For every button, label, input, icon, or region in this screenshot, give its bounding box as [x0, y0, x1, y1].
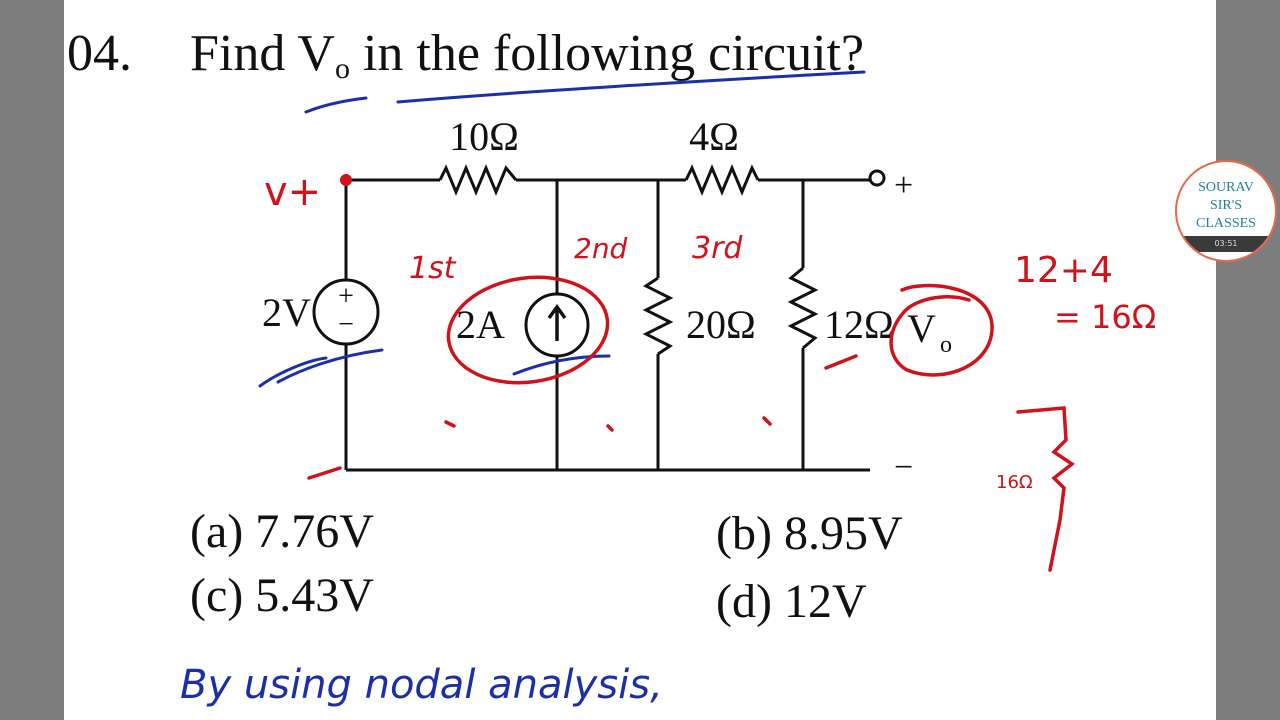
circuit-wires — [312, 164, 886, 472]
question-text-start: Find V — [190, 25, 335, 82]
handwritten-underline — [258, 70, 866, 388]
source-minus-sign: − — [338, 309, 354, 340]
logo-line-2: SIR'S — [1209, 198, 1243, 213]
output-minus-terminal: − — [894, 449, 913, 486]
channel-logo: SOURAV SIR'S CLASSES 03:51 — [1175, 160, 1277, 262]
question-number: 04. — [67, 25, 132, 82]
annotation-first: 1st — [409, 251, 457, 286]
handwritten-nodal-analysis: By using nodal analysis, — [180, 662, 663, 708]
current-arrow-icon — [547, 304, 567, 341]
resistor-20-label: 20Ω — [686, 302, 756, 347]
annotation-second: 2nd — [574, 232, 628, 265]
logo-line-3: CLASSES — [1196, 216, 1256, 231]
option-c: (c) 5.43V — [190, 569, 374, 622]
vout-label: V — [907, 306, 936, 351]
current-source-label: 2A — [456, 302, 505, 347]
annotation-sum: 12+4 — [1014, 250, 1113, 291]
option-d: (d) 12V — [716, 575, 867, 628]
question-text: Find Vo in the following circuit? — [190, 24, 864, 86]
option-b: (b) 8.95V — [716, 507, 903, 560]
circuit-diagram: 10Ω 4Ω 20Ω 12Ω 2V + − 2A V o + − v+ 1st — [180, 70, 1156, 708]
voltage-source-label: 2V — [262, 290, 311, 335]
annotation-third: 3rd — [692, 231, 743, 266]
node-dot — [340, 174, 352, 186]
annotation-16-ohm: 16Ω — [996, 472, 1033, 493]
logo-line-1: SOURAV — [1198, 180, 1254, 195]
resistor-4-label: 4Ω — [689, 114, 739, 159]
vout-subscript: o — [940, 332, 952, 358]
source-plus-sign: + — [338, 281, 354, 312]
question-text-end: in the following circuit? — [349, 25, 865, 82]
annotation-node-v: v+ — [264, 169, 321, 215]
document-page: 04. Find Vo in the following circuit? — [64, 0, 1216, 720]
resistor-10-label: 10Ω — [449, 114, 519, 159]
resistor-12-label: 12Ω — [824, 302, 894, 347]
video-timestamp: 03:51 — [1177, 236, 1275, 252]
question-subscript: o — [334, 52, 350, 85]
output-plus-terminal: + — [894, 167, 913, 204]
annotation-sum-result: = 16Ω — [1054, 298, 1156, 336]
option-a: (a) 7.76V — [190, 505, 374, 558]
handwritten-red-marks — [307, 275, 1075, 572]
